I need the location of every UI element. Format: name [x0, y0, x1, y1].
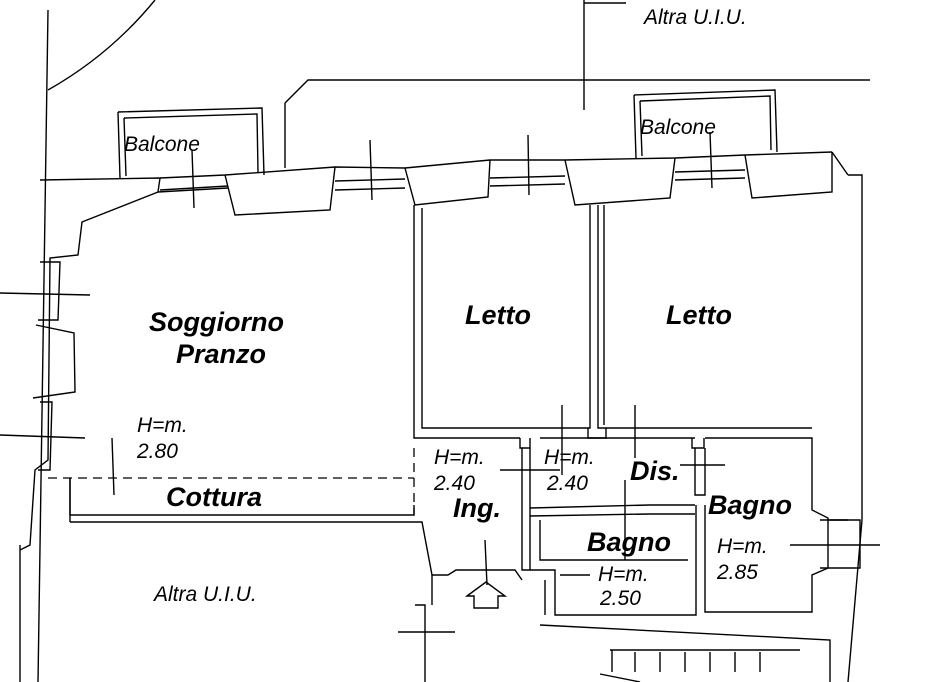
balcony-right [633, 89, 778, 189]
label-soggiorno: Soggiorno [149, 307, 284, 337]
value-height-disimpegno: 2.40 [546, 472, 588, 495]
label-pranzo: Pranzo [176, 339, 266, 369]
room-labels: Altra U.I.U. Balcone Balcone Soggiorno P… [124, 6, 792, 610]
label-height-ingresso: H=m. [434, 446, 485, 469]
label-bagno-right: Bagno [708, 490, 792, 520]
value-height-ingresso: 2.40 [433, 472, 475, 495]
label-balcone-right: Balcone [640, 116, 716, 139]
label-dis: Dis. [630, 456, 680, 486]
label-height-bagno-center: H=m. [598, 563, 649, 586]
label-bagno-center: Bagno [587, 527, 671, 557]
label-height-disimpegno: H=m. [544, 446, 595, 469]
label-ing: Ing. [453, 493, 501, 523]
value-height-soggiorno: 2.80 [136, 440, 178, 463]
balcony-left [117, 107, 265, 209]
label-height-soggiorno: H=m. [137, 414, 188, 437]
value-height-bagno-center: 2.50 [599, 587, 641, 610]
label-cottura: Cottura [166, 482, 262, 512]
interior-walls [19, 205, 880, 682]
window-marks [0, 134, 530, 471]
label-height-bagno-right: H=m. [717, 535, 768, 558]
label-altra-uiu-top: Altra U.I.U. [642, 6, 747, 29]
value-height-bagno-right: 2.85 [716, 561, 758, 584]
site-lines [37, 0, 870, 682]
label-balcone-left: Balcone [124, 133, 200, 156]
label-altra-uiu-bottom: Altra U.I.U. [152, 583, 257, 606]
label-letto-left: Letto [465, 300, 531, 330]
label-letto-right: Letto [666, 300, 732, 330]
